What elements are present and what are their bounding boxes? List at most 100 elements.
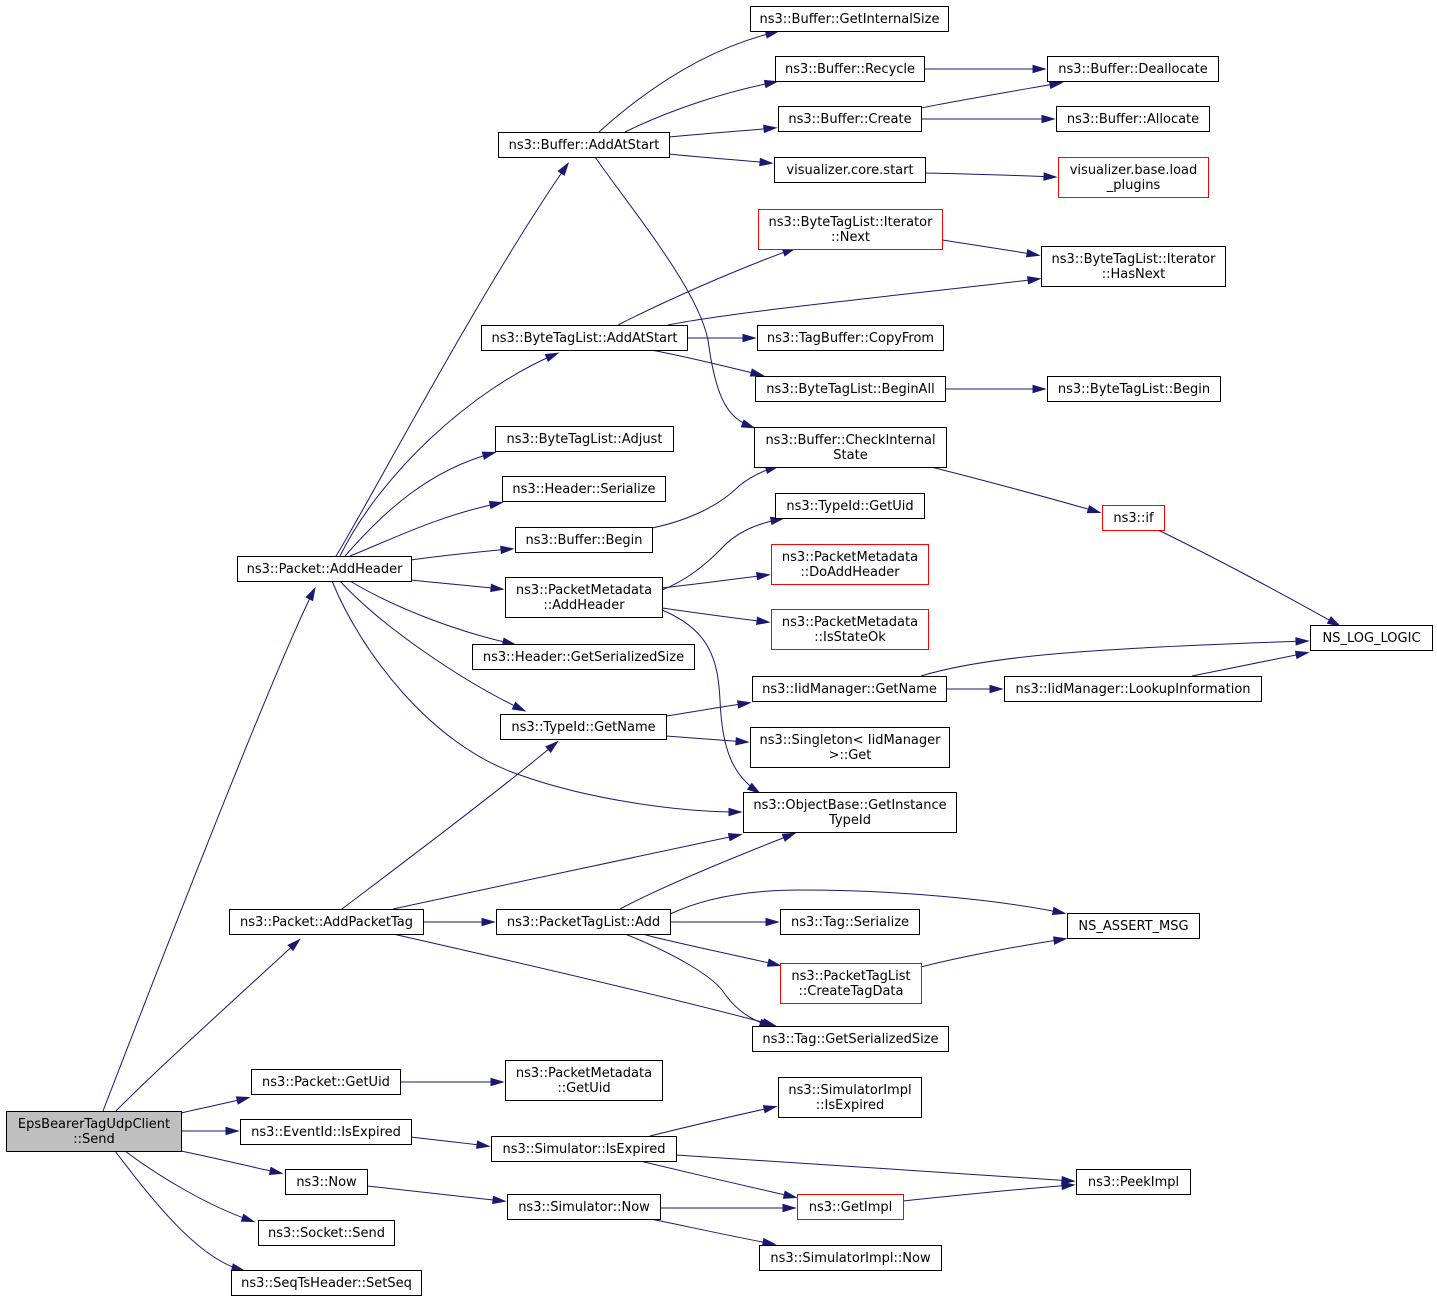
node-box <box>1004 676 1262 702</box>
node-btl_begin[interactable]: ns3::ByteTagList::Begin <box>1047 376 1221 402</box>
node-hdr_getsersize[interactable]: ns3::Header::GetSerializedSize <box>472 644 695 670</box>
node-pkt_getuid[interactable]: ns3::Packet::GetUid <box>251 1069 401 1095</box>
edges-layer <box>102 30 1342 1272</box>
node-pm_getuid[interactable]: ns3::PacketMetadata::GetUid <box>505 1060 663 1101</box>
node-box <box>240 1119 412 1145</box>
node-sim_now[interactable]: ns3::Simulator::Now <box>507 1194 661 1220</box>
node-ns3_if[interactable]: ns3::if <box>1102 505 1165 531</box>
arrowhead-icon <box>756 571 771 581</box>
arrowhead-icon <box>782 1190 798 1199</box>
node-ns_assert_msg[interactable]: NS_ASSERT_MSG <box>1067 913 1200 939</box>
node-pkt_addpackettag[interactable]: ns3::Packet::AddPacketTag <box>229 909 424 935</box>
node-tagbuf_copyfrom[interactable]: ns3::TagBuffer::CopyFrom <box>757 325 944 351</box>
node-socket_send[interactable]: ns3::Socket::Send <box>258 1220 395 1246</box>
node-label: ns3::ByteTagList::Begin <box>1058 382 1210 397</box>
node-label: ::GetUid <box>557 1081 610 1096</box>
edge-pkt_addheader-to-btl_addatstart <box>339 352 560 557</box>
node-label: ns3::Buffer::Create <box>788 112 911 127</box>
node-btl_beginall[interactable]: ns3::ByteTagList::BeginAll <box>755 376 946 402</box>
node-buf_addatstart[interactable]: ns3::Buffer::AddAtStart <box>498 132 670 158</box>
edge-ptl_createtagdata-to-ns_assert_msg <box>920 936 1068 968</box>
node-label: ns3::ByteTagList::BeginAll <box>766 382 934 397</box>
node-pm_isstateok[interactable]: ns3::PacketMetadata::IsStateOk <box>771 609 929 650</box>
arrowhead-icon <box>766 958 782 967</box>
node-box <box>258 1220 395 1246</box>
node-tag_serialize[interactable]: ns3::Tag::Serialize <box>780 909 920 935</box>
node-ns_log_logic[interactable]: NS_LOG_LOGIC <box>1310 625 1433 651</box>
edge-root-to-eventid_isexpired <box>181 1126 240 1136</box>
node-label: ns3::Packet::GetUid <box>262 1075 390 1090</box>
node-ptl_add[interactable]: ns3::PacketTagList::Add <box>496 909 671 935</box>
node-btl_adjust[interactable]: ns3::ByteTagList::Adjust <box>495 426 674 452</box>
arrowhead-icon <box>1027 276 1042 285</box>
edge-typeid_getname-to-iid_getname <box>665 700 752 717</box>
node-label: EpsBearerTagUdpClient <box>18 1117 170 1132</box>
node-ptl_createtagdata[interactable]: ns3::PacketTagList::CreateTagData <box>780 963 922 1004</box>
node-simimpl_isexpired[interactable]: ns3::SimulatorImpl::IsExpired <box>778 1077 922 1118</box>
node-btl_it_hasnext[interactable]: ns3::ByteTagList::Iterator::HasNext <box>1041 246 1226 287</box>
edge-pkt_addheader-to-hdr_getsersize <box>349 580 517 646</box>
node-getimpl[interactable]: ns3::GetImpl <box>797 1194 904 1220</box>
node-pm_addheader[interactable]: ns3::PacketMetadata::AddHeader <box>505 577 663 618</box>
node-typeid_getuid[interactable]: ns3::TypeId::GetUid <box>775 493 925 519</box>
node-iid_getname[interactable]: ns3::IidManager::GetName <box>752 676 947 702</box>
edge-pm_addheader-to-pm_isstateok <box>661 607 771 626</box>
node-root[interactable]: EpsBearerTagUdpClient::Send <box>6 1111 182 1152</box>
node-label: _plugins <box>1106 178 1161 193</box>
node-buf_getinternalsize[interactable]: ns3::Buffer::GetInternalSize <box>750 6 949 32</box>
node-vis_core_start[interactable]: visualizer.core.start <box>774 157 926 183</box>
node-label: ::HasNext <box>1102 267 1166 282</box>
node-label: ns3::Singleton< IidManager <box>759 733 941 748</box>
node-btl_addatstart[interactable]: ns3::ByteTagList::AddAtStart <box>481 325 688 351</box>
node-pkt_addheader[interactable]: ns3::Packet::AddHeader <box>237 556 412 582</box>
node-now[interactable]: ns3::Now <box>285 1169 368 1195</box>
node-buf_begin[interactable]: ns3::Buffer::Begin <box>515 527 653 553</box>
node-label: ns3::TypeId::GetName <box>511 720 655 735</box>
node-box <box>752 676 947 702</box>
node-peekimpl[interactable]: ns3::PeekImpl <box>1076 1169 1191 1195</box>
node-typeid_getname[interactable]: ns3::TypeId::GetName <box>500 714 667 740</box>
node-label: ::Send <box>73 1132 115 1147</box>
node-box <box>750 727 950 768</box>
node-label: ns3::ObjectBase::GetInstance <box>753 798 946 813</box>
node-tag_getsersize[interactable]: ns3::Tag::GetSerializedSize <box>752 1026 949 1052</box>
node-iid_lookupinfo[interactable]: ns3::IidManager::LookupInformation <box>1004 676 1262 702</box>
node-btl_it_next[interactable]: ns3::ByteTagList::Iterator::Next <box>758 209 943 250</box>
node-eventid_isexpired[interactable]: ns3::EventId::IsExpired <box>240 1119 412 1145</box>
edge-sim_now-to-getimpl <box>660 1203 797 1213</box>
node-buf_recycle[interactable]: ns3::Buffer::Recycle <box>775 56 925 82</box>
node-buf_deallocate[interactable]: ns3::Buffer::Deallocate <box>1047 56 1219 82</box>
edge-ns3_if-to-ns_log_logic <box>1157 529 1342 627</box>
node-box <box>755 376 946 402</box>
node-label: ns3::PacketMetadata <box>516 1066 652 1081</box>
edge-pkt_addheader-to-buf_begin <box>410 545 515 561</box>
edge-btl_beginall-to-btl_begin <box>945 384 1047 394</box>
node-seqts_setseq[interactable]: ns3::SeqTsHeader::SetSeq <box>231 1270 422 1296</box>
node-box <box>229 909 424 935</box>
arrowhead-icon <box>225 1126 240 1136</box>
node-pm_doaddheader[interactable]: ns3::PacketMetadata::DoAddHeader <box>771 544 929 585</box>
node-sim_isexpired[interactable]: ns3::Simulator::IsExpired <box>491 1136 677 1162</box>
arrowhead-icon <box>762 1105 778 1114</box>
edge-typeid_getname-to-singleton_get <box>665 735 750 746</box>
arrowhead-icon <box>1032 384 1047 394</box>
node-singleton_get[interactable]: ns3::Singleton< IidManager>::Get <box>750 727 950 768</box>
arrowhead-icon <box>545 740 559 754</box>
edge-root-to-pkt_addpackettag <box>115 938 301 1112</box>
node-hdr_serialize[interactable]: ns3::Header::Serialize <box>502 476 666 502</box>
arrowhead-icon <box>492 1195 507 1205</box>
node-box <box>752 1026 949 1052</box>
node-box <box>778 106 922 132</box>
node-label: ::IsStateOk <box>814 630 886 645</box>
node-vis_base_load[interactable]: visualizer.base.load_plugins <box>1058 157 1209 198</box>
arrowhead-icon <box>1295 637 1310 646</box>
edge-buf_begin-to-buf_checkinternal <box>651 465 780 529</box>
node-simimpl_now[interactable]: ns3::SimulatorImpl::Now <box>759 1245 942 1271</box>
node-box <box>6 1111 182 1152</box>
edge-pkt_addpackettag-to-objbase_getinstance <box>392 832 743 910</box>
node-buf_create[interactable]: ns3::Buffer::Create <box>778 106 922 132</box>
node-buf_allocate[interactable]: ns3::Buffer::Allocate <box>1056 106 1210 132</box>
node-box <box>472 644 695 670</box>
